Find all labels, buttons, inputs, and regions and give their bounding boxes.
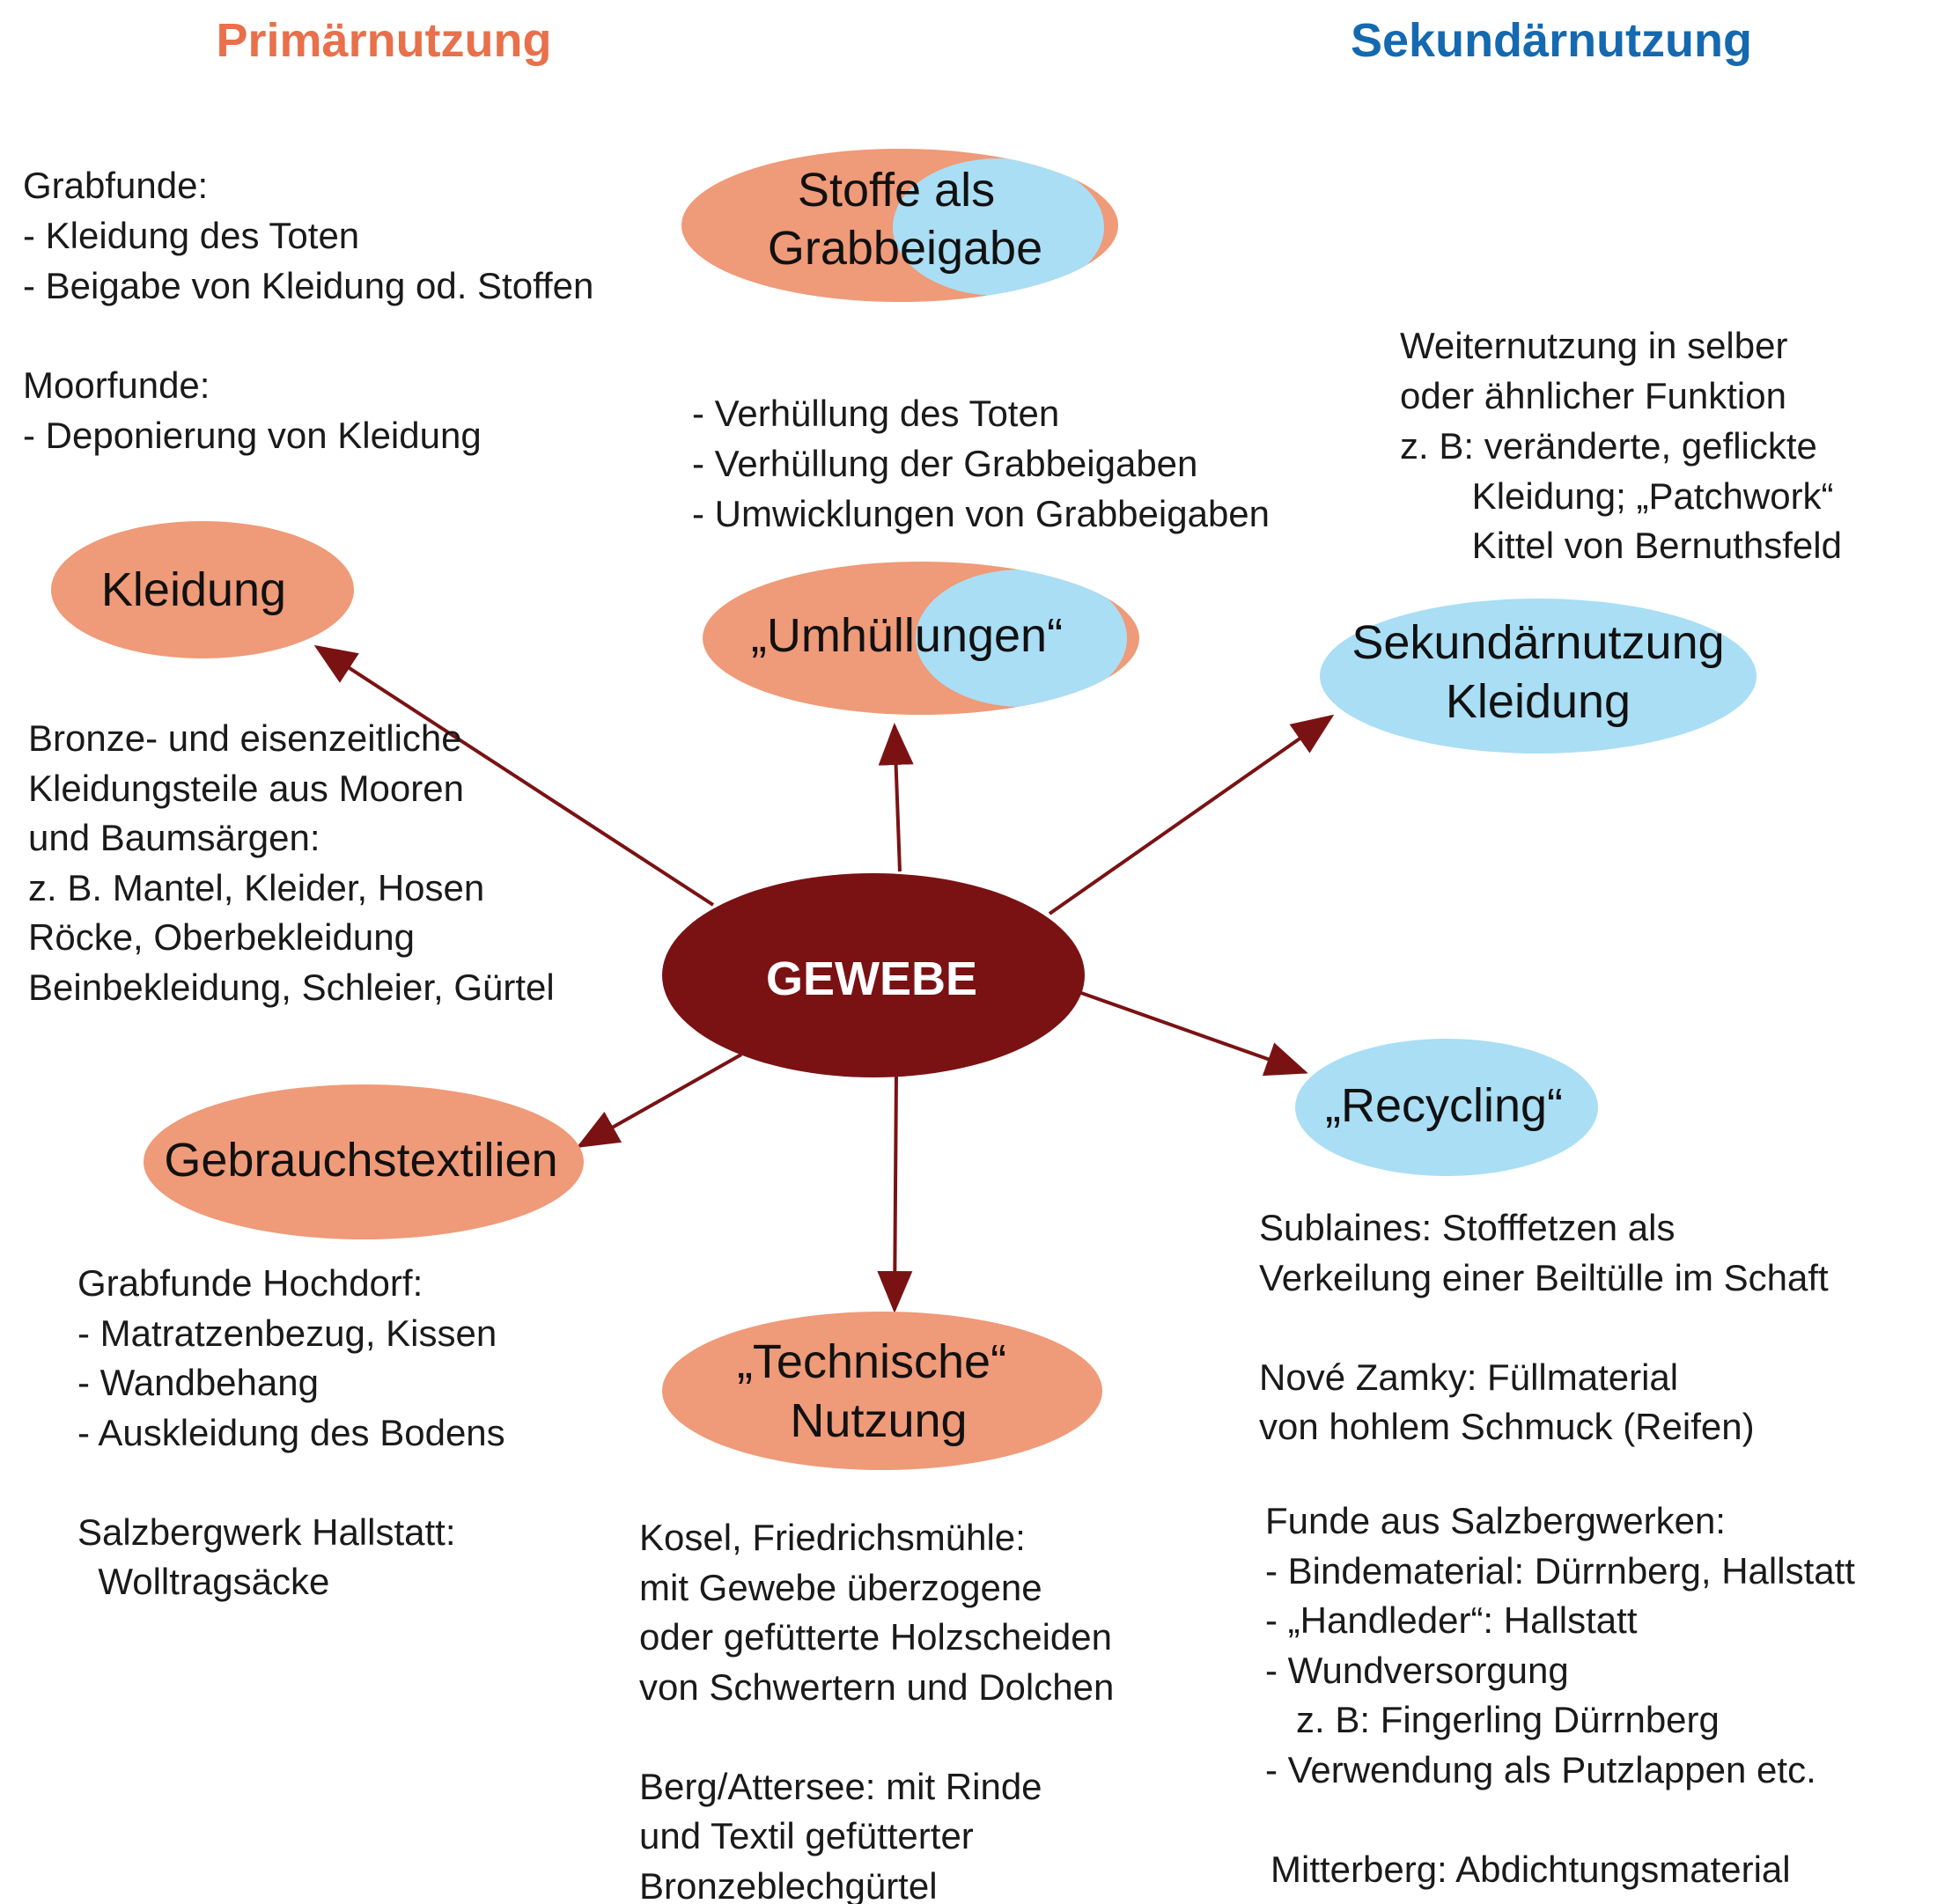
text-line: von hohlem Schmuck (Reifen) bbox=[1259, 1406, 1755, 1447]
heading-secondary: Sekundärnutzung bbox=[1351, 14, 1752, 67]
text-line: Kleidung; „Patchwork“ bbox=[1400, 475, 1834, 517]
node-label: Sekundärnutzung bbox=[1351, 616, 1724, 669]
arrow-to-kleidung bbox=[313, 644, 715, 907]
text-line: - Kleidung des Toten bbox=[23, 215, 359, 256]
text-line: - Wundversorgung bbox=[1265, 1650, 1569, 1691]
text-line: Moorfunde: bbox=[23, 364, 210, 406]
text-block-grabfunde: Grabfunde: - Kleidung des Toten - Beigab… bbox=[23, 165, 604, 456]
text-line: z. B. Mantel, Kleider, Hosen bbox=[28, 867, 484, 908]
node-label: Gebrauchstextilien bbox=[164, 1134, 557, 1187]
text-line: oder ähnlicher Funktion bbox=[1400, 375, 1786, 416]
text-block-verhuellung: - Verhüllung des Toten - Verhüllung der … bbox=[692, 393, 1270, 534]
text-line: Grabfunde: bbox=[23, 165, 208, 206]
text-line: Kittel von Bernuthsfeld bbox=[1400, 525, 1842, 566]
text-line: Sublaines: Stofffetzen als bbox=[1259, 1207, 1675, 1248]
text-line: - Matratzenbezug, Kissen bbox=[77, 1312, 497, 1354]
text-block-bronze: Bronze- und eisenzeitliche Kleidungsteil… bbox=[28, 717, 555, 1008]
text-line: Grabfunde Hochdorf: bbox=[77, 1262, 423, 1304]
node-overlap-shape bbox=[893, 158, 1104, 296]
node-label: Stoffe als bbox=[798, 164, 995, 217]
text-block-sublaines: Sublaines: Stofffetzen als Verkeilung ei… bbox=[1259, 1207, 1838, 1447]
text-line: - Deponierung von Kleidung bbox=[23, 415, 482, 456]
heading-primary: Primärnutzung bbox=[216, 14, 551, 67]
text-line: - Auskleidung des Bodens bbox=[77, 1412, 505, 1453]
node-shape bbox=[1295, 1039, 1598, 1176]
node-shape bbox=[1320, 599, 1757, 754]
text-line: - Verhüllung der Grabbeigaben bbox=[692, 443, 1197, 484]
node-stoffe-als-grabbeigabe: Stoffe als Grabbeigabe bbox=[681, 149, 1118, 302]
text-line: Berg/Attersee: mit Rinde bbox=[639, 1766, 1042, 1807]
node-label: „Recycling“ bbox=[1325, 1079, 1563, 1132]
text-line: mit Gewebe überzogene bbox=[639, 1567, 1042, 1608]
text-line: - Verhüllung des Toten bbox=[692, 393, 1059, 434]
node-shape bbox=[51, 521, 354, 658]
text-block-kosel: Kosel, Friedrichsmühle: mit Gewebe überz… bbox=[639, 1517, 1124, 1904]
text-block-hochdorf: Grabfunde Hochdorf: - Matratzenbezug, Ki… bbox=[0, 0, 608, 1602]
node-overlap-shape bbox=[916, 570, 1127, 707]
text-line: Nové Zamky: Füllmaterial bbox=[1259, 1356, 1678, 1398]
text-line: z. B: Fingerling Dürrnberg bbox=[1265, 1699, 1720, 1740]
node-label: Nutzung bbox=[790, 1394, 967, 1447]
arrows bbox=[313, 644, 1335, 1313]
text-line: Bronzeblechgürtel bbox=[639, 1865, 938, 1904]
text-line: Beinbekleidung, Schleier, Gürtel bbox=[28, 967, 555, 1008]
text-line: Mitterberg: Abdichtungsmaterial bbox=[1270, 1849, 1791, 1890]
text-block-weiternutzung: Weiternutzung in selber oder ähnlicher F… bbox=[0, 0, 1885, 566]
text-line: - Bindematerial: Dürrnberg, Hallstatt bbox=[1265, 1550, 1855, 1592]
hub-shape bbox=[662, 873, 1085, 1077]
arrow-to-sek-kleidung bbox=[1048, 714, 1335, 915]
node-gewebe-hub: GEWEBE bbox=[662, 873, 1085, 1077]
node-shape bbox=[662, 1312, 1102, 1470]
text-line: Funde aus Salzbergwerken: bbox=[1265, 1500, 1726, 1541]
text-line: Bronze- und eisenzeitliche bbox=[28, 717, 462, 759]
text-line: Kosel, Friedrichsmühle: bbox=[639, 1517, 1026, 1558]
text-line: Verkeilung einer Beiltülle im Schaft bbox=[1259, 1257, 1829, 1298]
node-label: „Technische“ bbox=[737, 1335, 1006, 1388]
node-sekundaernutzung-kleidung: Sekundärnutzung Kleidung bbox=[1320, 599, 1757, 754]
text-line: Röcke, Oberbekleidung bbox=[28, 916, 415, 958]
node-label: Kleidung bbox=[101, 563, 286, 616]
text-line: - Umwicklungen von Grabbeigaben bbox=[692, 493, 1270, 534]
text-line: - „Handleder“: Hallstatt bbox=[1265, 1599, 1638, 1641]
node-label: Grabbeigabe bbox=[768, 222, 1042, 275]
text-line: - Beigabe von Kleidung od. Stoffen bbox=[23, 265, 593, 306]
node-kleidung: Kleidung bbox=[51, 521, 354, 658]
text-line: oder gefütterte Holzscheiden bbox=[639, 1616, 1112, 1658]
arrow-to-recycling bbox=[1080, 991, 1308, 1077]
text-line: - Wandbehang bbox=[77, 1362, 319, 1403]
node-recycling: „Recycling“ bbox=[1295, 1039, 1598, 1176]
text-line: und Baumsärgen: bbox=[28, 817, 320, 858]
node-umhuellungen: „Umhüllungen“ bbox=[703, 562, 1139, 715]
arrow-to-gebrauch bbox=[576, 1053, 742, 1148]
node-technische-nutzung: „Technische“ Nutzung bbox=[662, 1312, 1102, 1470]
text-line: Wolltragsäcke bbox=[77, 1561, 329, 1602]
text-line: Weiternutzung in selber bbox=[1400, 325, 1787, 366]
node-label: „Umhüllungen“ bbox=[751, 609, 1063, 662]
text-line: und Textil gefütterter bbox=[639, 1815, 974, 1856]
text-line: z. B: veränderte, geflickte bbox=[1400, 425, 1817, 467]
arrow-to-umhuellungen bbox=[878, 723, 914, 872]
hub-label: GEWEBE bbox=[766, 952, 977, 1005]
node-gebrauchstextilien: Gebrauchstextilien bbox=[144, 1084, 584, 1239]
arrow-to-technische bbox=[877, 1071, 913, 1313]
text-line: Kleidungsteile aus Mooren bbox=[28, 768, 464, 809]
node-label: Kleidung bbox=[1446, 675, 1631, 728]
text-line: - Verwendung als Putzlappen etc. bbox=[1265, 1749, 1816, 1790]
node-shape bbox=[144, 1084, 584, 1239]
text-line: Salzbergwerk Hallstatt: bbox=[77, 1511, 456, 1553]
text-line: von Schwertern und Dolchen bbox=[639, 1666, 1114, 1708]
